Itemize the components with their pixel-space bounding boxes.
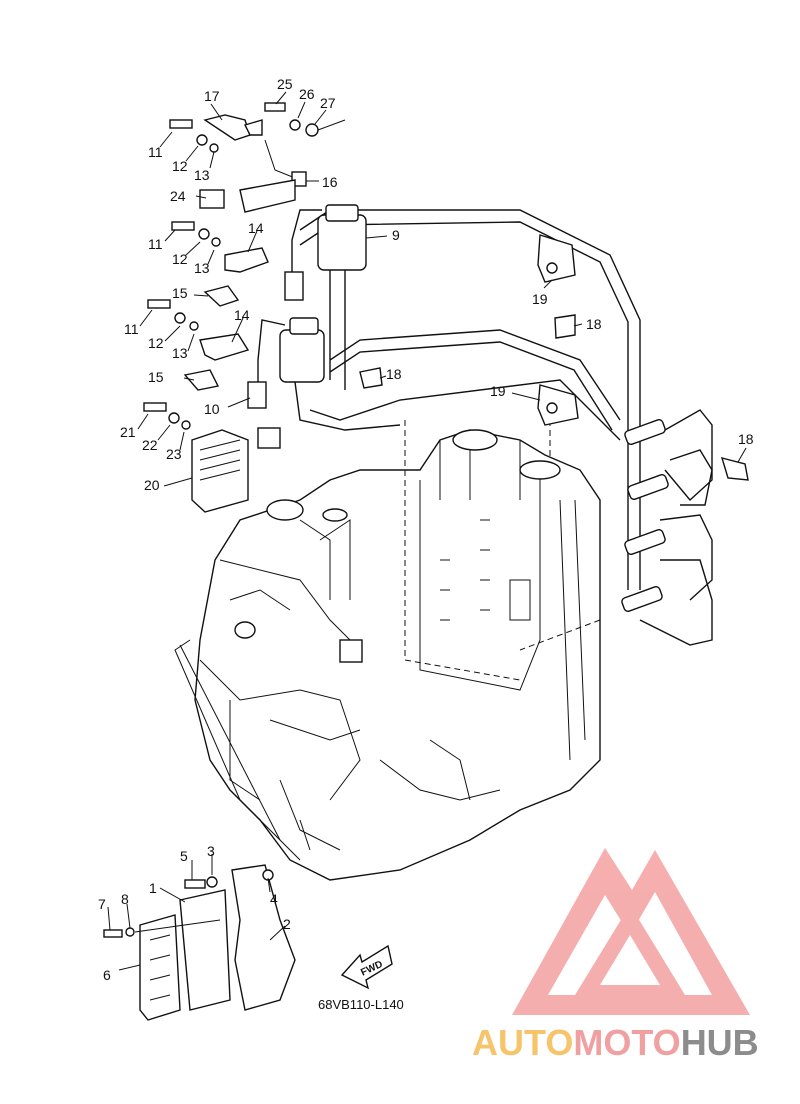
callout-13a: 13	[194, 167, 210, 183]
callout-7: 7	[98, 896, 106, 912]
watermark-moto: MOTO	[573, 1022, 680, 1063]
callout-25: 25	[277, 76, 293, 92]
watermark-logo-icon	[512, 848, 750, 1015]
watermark-auto: AUTO	[472, 1022, 573, 1063]
callout-23: 23	[166, 446, 182, 462]
callout-11a: 11	[148, 144, 163, 160]
callout-13c: 13	[172, 345, 188, 361]
callout-24: 24	[170, 188, 186, 204]
callout-26: 26	[299, 86, 315, 102]
callout-13b: 13	[194, 260, 210, 276]
callout-3: 3	[207, 843, 215, 859]
diagram-code: 68VB110-L140	[318, 997, 404, 1012]
spark-plug-leads	[299, 209, 713, 646]
callout-14b: 14	[234, 307, 250, 323]
callout-27: 27	[320, 95, 336, 111]
callout-22: 22	[142, 437, 158, 453]
callout-11b: 11	[148, 236, 163, 252]
callout-9: 9	[392, 227, 400, 243]
callout-11c: 11	[124, 321, 139, 337]
callout-numbers: 1 2 3 4 5 6 7 8 9 10 11 11 11 12 12 12 1…	[98, 76, 754, 983]
svg-text:AUTOMOTOHUB: AUTOMOTOHUB	[472, 1022, 759, 1063]
callout-1: 1	[149, 880, 157, 896]
callout-19b: 19	[490, 383, 506, 399]
ignition-coils	[247, 204, 401, 431]
callout-21: 21	[120, 424, 136, 440]
callout-18a: 18	[586, 316, 602, 332]
fwd-arrow-icon: FWD	[340, 944, 393, 990]
callout-15a: 15	[172, 285, 188, 301]
callout-5: 5	[180, 848, 188, 864]
callout-8: 8	[121, 891, 129, 907]
engine-block	[174, 429, 601, 881]
watermark-text: AUTOMOTOHUB	[472, 1022, 759, 1063]
callout-19a: 19	[532, 291, 548, 307]
callout-20: 20	[144, 477, 160, 493]
callout-17: 17	[204, 88, 220, 104]
callout-15b: 15	[148, 369, 164, 385]
small-parts	[143, 102, 749, 513]
callout-18c: 18	[738, 431, 754, 447]
callout-14a: 14	[248, 220, 264, 236]
callout-18b: 18	[386, 366, 402, 382]
control-unit-assembly	[103, 864, 296, 1021]
callout-2: 2	[283, 916, 291, 932]
callout-12a: 12	[172, 158, 188, 174]
callout-12b: 12	[172, 251, 188, 267]
callout-16: 16	[322, 174, 338, 190]
callout-12c: 12	[148, 335, 164, 351]
leader-lines	[107, 91, 747, 971]
callout-10: 10	[204, 401, 220, 417]
callout-6: 6	[103, 967, 111, 983]
watermark-hub: HUB	[681, 1022, 759, 1063]
callout-4: 4	[270, 891, 278, 907]
reference-lines	[179, 410, 601, 841]
